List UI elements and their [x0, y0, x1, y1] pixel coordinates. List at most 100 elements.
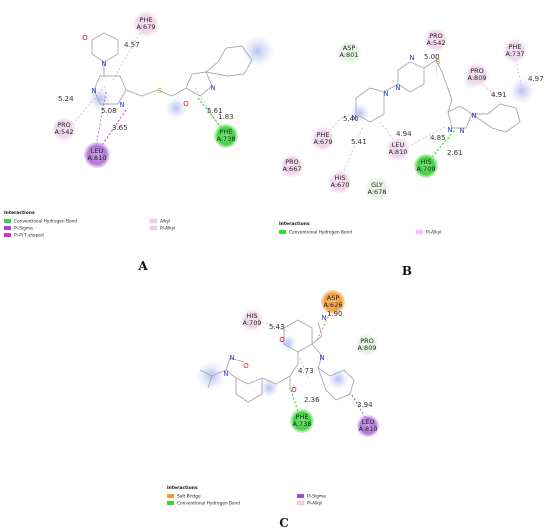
svg-text:A:801: A:801 — [340, 51, 359, 59]
residue-his-709[interactable]: HIS A:709 — [241, 309, 263, 331]
atom-label: N — [459, 127, 464, 135]
interaction-line-pi-alkyl — [410, 126, 446, 146]
svg-text:Conventional Hydrogen Bond: Conventional Hydrogen Bond — [14, 219, 77, 225]
residue-gly-678[interactable]: GLY A:678 — [365, 177, 389, 201]
svg-text:A:679: A:679 — [137, 23, 156, 31]
residue-pro-667[interactable]: PRO A:667 — [280, 154, 304, 178]
svg-text:A:626: A:626 — [324, 301, 343, 309]
legend-swatch — [297, 494, 304, 498]
svg-text:Interactions: Interactions — [167, 485, 198, 491]
residue-leu-810[interactable]: LEU A:810 — [357, 415, 379, 437]
hydrophobic-glow — [279, 334, 297, 352]
hydrophobic-glow — [327, 368, 349, 390]
distance-label: 4.94 — [396, 130, 412, 138]
panel-label-b: B — [402, 264, 412, 278]
residue-phe-738[interactable]: PHE A:738 — [290, 409, 314, 433]
atom-label: N — [223, 370, 228, 378]
svg-text:A:667: A:667 — [283, 165, 302, 173]
svg-text:A:809: A:809 — [358, 344, 377, 352]
svg-text:Pi-Sigma: Pi-Sigma — [14, 226, 33, 232]
interaction-line-pi-alkyl — [342, 127, 363, 174]
svg-text:PRO: PRO — [57, 121, 71, 129]
residue-pro-809[interactable]: PRO A:809 — [465, 63, 489, 87]
panel-a: O N N N S O N PHE A:679 PRO A:542 LEU A:… — [4, 11, 274, 273]
atom-label: N — [119, 101, 124, 109]
svg-text:PHE: PHE — [140, 16, 153, 24]
svg-text:PRO: PRO — [360, 337, 374, 345]
residue-phe-738[interactable]: PHE A:738 — [214, 124, 238, 148]
svg-text:A:810: A:810 — [389, 148, 408, 156]
atom-label: O — [291, 386, 297, 394]
svg-text:Alkyl: Alkyl — [160, 219, 170, 225]
svg-text:Salt Bridge: Salt Bridge — [177, 494, 201, 500]
distance-label: 2.61 — [447, 149, 463, 157]
distance-label: 4.73 — [298, 367, 314, 375]
legend-swatch — [4, 219, 11, 223]
interaction-line-pi-alkyl — [299, 357, 309, 379]
legend-swatch — [4, 226, 11, 230]
legend-swatch — [296, 500, 305, 506]
svg-text:A:709: A:709 — [417, 165, 436, 173]
residue-phe-679[interactable]: PHE A:679 — [311, 127, 335, 151]
distance-label: 4.57 — [124, 41, 140, 49]
svg-text:PHE: PHE — [317, 131, 330, 139]
svg-text:A:738: A:738 — [293, 420, 312, 428]
svg-text:Pi-Alkyl: Pi-Alkyl — [307, 501, 322, 507]
svg-text:HIS: HIS — [421, 158, 432, 166]
atom-label: N — [319, 354, 324, 362]
svg-text:A:709: A:709 — [243, 319, 262, 327]
atom-label: S — [436, 58, 441, 66]
svg-text:A:809: A:809 — [468, 74, 487, 82]
atom-label: O — [183, 100, 189, 108]
svg-text:A:810: A:810 — [88, 154, 107, 162]
legend-b: Interactions Conventional Hydrogen Bond … — [279, 221, 441, 236]
atom-label: N — [229, 354, 234, 362]
interaction-line-pi-alkyl — [434, 52, 438, 75]
atom-label: N — [210, 84, 215, 92]
atom-label: N — [321, 314, 326, 322]
residue-leu-810[interactable]: LEU A:810 — [84, 142, 110, 168]
legend-swatch — [167, 501, 174, 505]
distance-label: 5.00 — [424, 53, 440, 61]
svg-text:ASP: ASP — [343, 44, 356, 52]
legend-swatch — [415, 229, 424, 235]
interaction-line-pi-alkyl — [261, 321, 289, 333]
interaction-line-pi-alkyl — [194, 87, 222, 130]
svg-text:PRO: PRO — [470, 67, 484, 75]
svg-text:Conventional Hydrogen Bond: Conventional Hydrogen Bond — [289, 230, 352, 236]
residue-pro-542[interactable]: PRO A:542 — [52, 117, 76, 141]
interaction-line-hbond — [430, 130, 455, 159]
svg-text:A:678: A:678 — [368, 188, 387, 196]
residue-asp-801[interactable]: ASP A:801 — [337, 40, 361, 64]
legend-swatch — [149, 225, 158, 231]
legend-swatch — [167, 494, 174, 498]
distance-label: 1.90 — [327, 310, 343, 318]
residue-pro-542[interactable]: PRO A:542 — [424, 28, 448, 52]
svg-text:A:542: A:542 — [55, 128, 74, 136]
residue-pro-809[interactable]: PRO A:809 — [356, 334, 378, 356]
atom-label: O — [82, 34, 88, 42]
svg-text:HIS: HIS — [335, 174, 346, 182]
distance-label: 4.85 — [430, 134, 446, 142]
interaction-line-alkyl — [71, 85, 106, 126]
residue-his-709[interactable]: HIS A:709 — [414, 154, 438, 178]
residue-phe-737[interactable]: PHE A:737 — [503, 39, 527, 63]
distance-label: 5.41 — [351, 138, 367, 146]
residue-his-670[interactable]: HIS A:670 — [328, 170, 352, 194]
distance-label: 4.91 — [491, 91, 507, 99]
svg-text:Conventional Hydrogen Bond: Conventional Hydrogen Bond — [177, 501, 240, 507]
distance-label: 2.36 — [304, 396, 320, 404]
atom-label: N — [101, 60, 106, 68]
hydrophobic-glow — [242, 35, 274, 67]
legend-swatch — [279, 230, 286, 234]
svg-text:PRO: PRO — [429, 32, 443, 40]
distance-label: 5.08 — [101, 107, 117, 115]
distance-label: 1.83 — [218, 113, 234, 121]
atom-label: N — [91, 87, 96, 95]
residue-phe-679[interactable]: PHE A:679 — [133, 11, 159, 37]
svg-text:Pi-Sigma: Pi-Sigma — [307, 494, 326, 500]
residue-asp-626[interactable]: ASP A:626 — [321, 290, 345, 314]
residue-leu-810[interactable]: LEU A:810 — [386, 137, 410, 161]
legend-swatch — [4, 233, 11, 237]
svg-text:Pi-Alkyl: Pi-Alkyl — [160, 226, 175, 232]
